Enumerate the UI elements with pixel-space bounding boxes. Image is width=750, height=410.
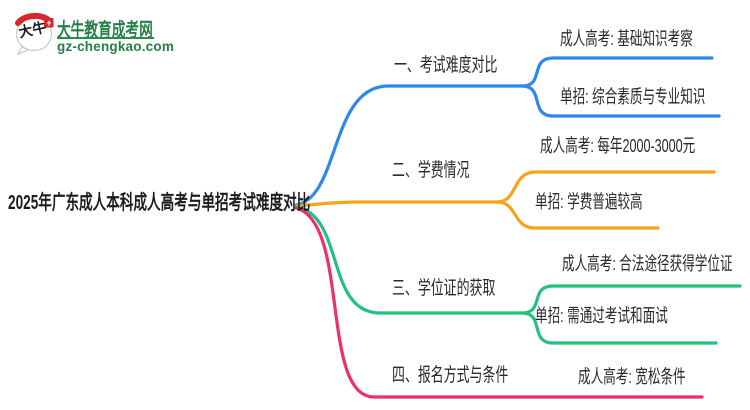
branch-2-topic: 二、学费情况 — [392, 160, 470, 181]
branch-4-topic: 四、报名方式与条件 — [392, 365, 509, 386]
branch-1-subtopic-1: 成人高考: 基础知识考察 — [560, 28, 693, 49]
branch-2-lines — [294, 170, 716, 230]
branch-2-subtopic-2: 单招: 学费普遍较高 — [535, 191, 643, 212]
logo-divider — [57, 37, 154, 39]
logo-subtitle: gz-chengkao.com — [57, 39, 175, 54]
branch-1-subtopic-2: 单招: 综合素质与专业知识 — [560, 86, 706, 107]
branch-2-subtopic-1: 成人高考: 每年2000-3000元 — [540, 135, 696, 156]
logo-title: 大牛教育成考网 — [57, 20, 153, 41]
branch-4-subtopic-1: 成人高考: 宽松条件 — [578, 366, 686, 387]
site-logo: 大牛 大牛教育成考网 gz-chengkao.com — [14, 8, 194, 60]
logo-characters: 大牛 — [17, 19, 48, 40]
daniu-speech-bubble-icon: 大牛 — [15, 12, 54, 55]
root-topic: 2025年广东成人本科成人高考与单招考试难度对比 — [8, 192, 311, 214]
branch-3-subtopic-2: 单招: 需通过考试和面试 — [535, 305, 668, 326]
branch-3-topic: 三、学位证的获取 — [392, 278, 496, 299]
branch-3-subtopic-1: 成人高考: 合法途径获得学位证 — [562, 253, 733, 274]
branch-4-lines — [294, 206, 704, 399]
branch-1-topic: 一、考试难度对比 — [394, 55, 498, 76]
branch-1-lines — [294, 56, 721, 207]
branch-3-lines — [294, 205, 742, 345]
